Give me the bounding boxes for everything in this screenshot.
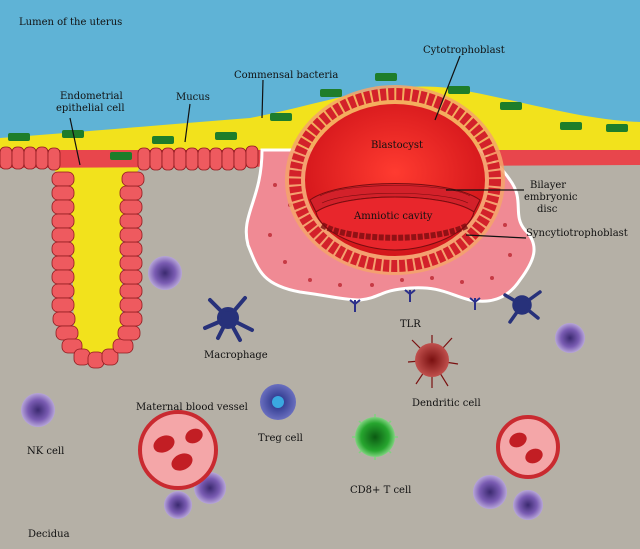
macrophage-cell xyxy=(203,296,254,342)
disc-cells xyxy=(319,185,471,204)
label-lumen: Lumen of the uterus xyxy=(19,17,122,28)
treg-cell xyxy=(260,384,296,420)
tlr-receptors xyxy=(349,289,481,312)
dendritic-cell xyxy=(407,335,459,388)
gland-epithelium xyxy=(51,171,145,369)
label-bilayer-3: disc xyxy=(537,204,558,215)
label-endometrial-1: Endometrial xyxy=(60,91,123,102)
leader-lines xyxy=(69,55,527,239)
label-maternal-vessel: Maternal blood vessel xyxy=(136,402,248,413)
amniotic-lower-cells xyxy=(320,222,470,241)
label-tlr: TLR xyxy=(400,319,421,330)
label-dendritic: Dendritic cell xyxy=(412,398,481,409)
label-cytotrophoblast: Cytotrophoblast xyxy=(423,45,505,56)
cd8-t-cell xyxy=(352,414,398,460)
label-macrophage: Macrophage xyxy=(204,350,268,361)
maternal-blood-vessel-1 xyxy=(138,410,218,490)
label-cd8: CD8+ T cell xyxy=(350,485,411,496)
label-amniotic: Amniotic cavity xyxy=(353,211,433,222)
label-bilayer-1: Bilayer xyxy=(530,180,566,191)
label-nk: NK cell xyxy=(27,446,64,457)
label-treg: Treg cell xyxy=(258,433,303,444)
label-commensal: Commensal bacteria xyxy=(234,70,338,81)
label-syncytio: Syncytiotrophoblast xyxy=(526,228,628,239)
label-blastocyst: Blastocyst xyxy=(371,140,423,151)
epithelial-cells-surface xyxy=(0,145,259,171)
commensal-bacteria xyxy=(8,73,628,160)
label-mucus: Mucus xyxy=(176,92,210,103)
label-decidua: Decidua xyxy=(28,529,70,540)
maternal-blood-vessel-2 xyxy=(496,415,560,479)
nk-cells xyxy=(21,256,585,520)
label-bilayer-2: embryonic xyxy=(524,192,578,203)
cytotrophoblast-cells xyxy=(289,88,501,272)
macrophage-cell-2 xyxy=(503,290,542,324)
label-endometrial-2: epithelial cell xyxy=(56,103,125,114)
